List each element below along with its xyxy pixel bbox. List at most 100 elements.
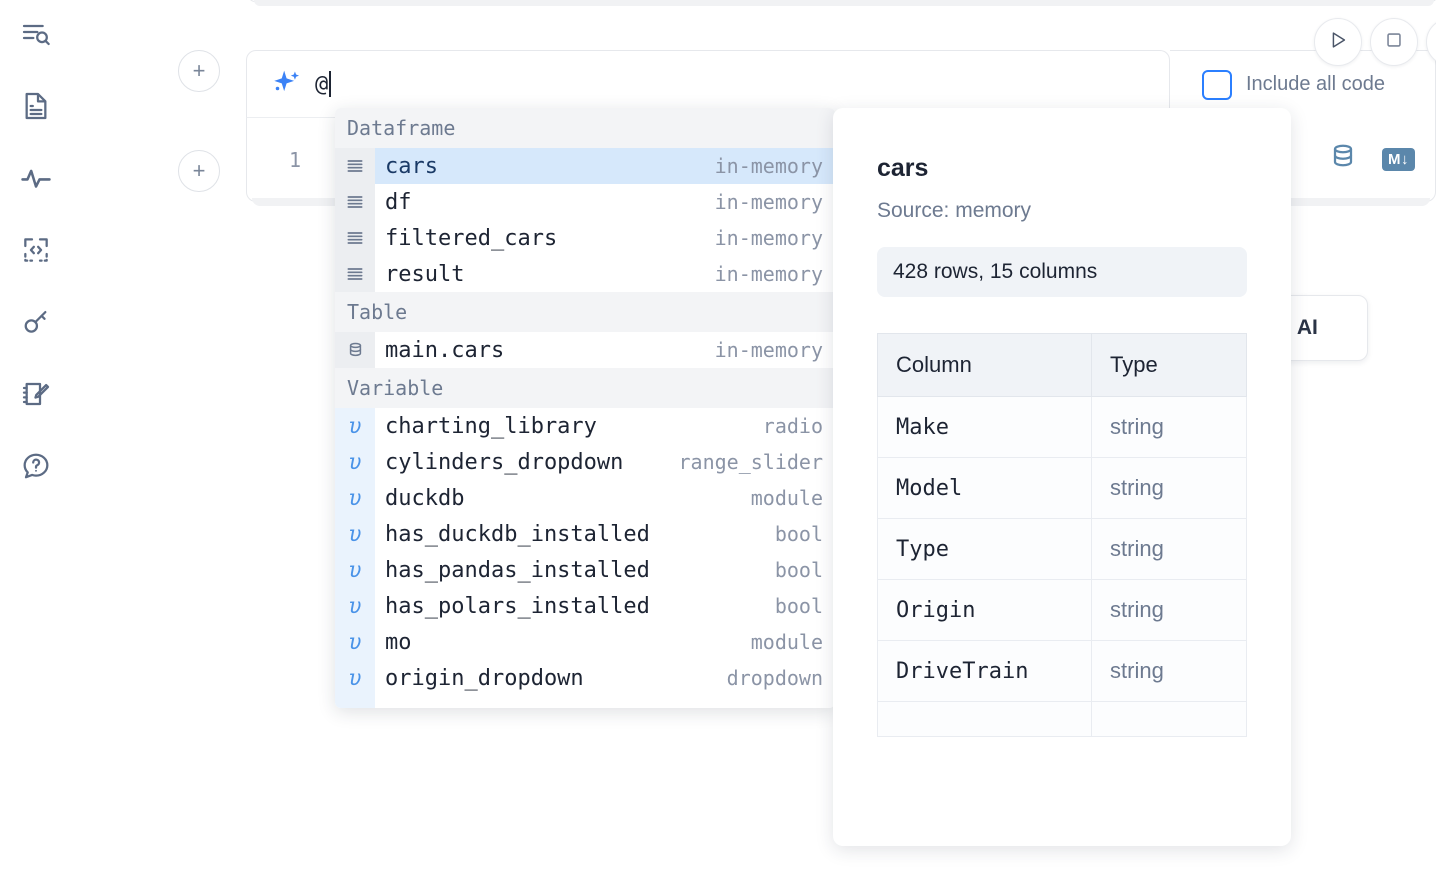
autocomplete-item-type: in-memory	[714, 190, 823, 214]
autocomplete-item-has-duckdb-installed[interactable]: υ has_duckdb_installed bool	[335, 516, 835, 552]
column-header-type: Type	[1091, 333, 1247, 397]
table-row: Origin string	[876, 579, 1247, 641]
autocomplete-item-type: in-memory	[714, 226, 823, 250]
autocomplete-item-duckdb[interactable]: υ duckdb module	[335, 480, 835, 516]
snippets-icon	[20, 234, 52, 266]
ai-prompt-input[interactable]: @	[305, 51, 1169, 117]
stop-square-icon	[1383, 29, 1405, 56]
autocomplete-item-name: mo	[385, 629, 412, 655]
autocomplete-item-name: cylinders_dropdown	[385, 449, 624, 475]
autocomplete-item-has-pandas-installed[interactable]: υ has_pandas_installed bool	[335, 552, 835, 588]
line-number: 1	[288, 147, 302, 172]
autocomplete-item-type: in-memory	[714, 262, 823, 286]
sidebar-item-secrets[interactable]	[14, 300, 58, 344]
cell-column-type: string	[1091, 518, 1247, 580]
autocomplete-item-name: duckdb	[385, 485, 465, 511]
table-row: Make string	[876, 396, 1247, 458]
autocomplete-item-type: dropdown	[726, 666, 823, 690]
document-icon	[20, 90, 52, 122]
sidebar-item-snippets[interactable]	[14, 228, 58, 272]
key-icon	[20, 306, 52, 338]
autocomplete-item-name: result	[385, 261, 465, 287]
variable-icon: υ	[335, 588, 375, 624]
autocomplete-item-partial[interactable]: υ	[335, 696, 835, 708]
cell-column-name: Make	[876, 396, 1093, 458]
autocomplete-item-type: bool	[774, 558, 823, 582]
variable-icon: υ	[335, 444, 375, 480]
markdown-badge[interactable]: M↓	[1382, 148, 1415, 171]
scratchpad-icon	[20, 378, 52, 410]
activity-icon	[19, 161, 53, 195]
variable-icon: υ	[335, 660, 375, 696]
stop-cell-button[interactable]	[1370, 18, 1418, 66]
autocomplete-item-main-cars[interactable]: main.cars in-memory	[335, 332, 835, 368]
include-all-code-label: Include all code	[1246, 73, 1385, 95]
autocomplete-item-name: charting_library	[385, 413, 597, 439]
dataframe-icon	[335, 256, 375, 292]
autocomplete-item-cylinders-dropdown[interactable]: υ cylinders_dropdown range_slider	[335, 444, 835, 480]
cell-column-type: string	[1091, 579, 1247, 641]
variable-icon: υ	[335, 408, 375, 444]
database-icon	[335, 332, 375, 368]
add-cell-button-above[interactable]: +	[178, 50, 220, 92]
autocomplete-item-name: cars	[385, 153, 438, 179]
cell-column-name: Type	[876, 518, 1093, 580]
variable-icon: υ	[335, 696, 375, 708]
autocomplete-item-name: has_duckdb_installed	[385, 521, 650, 547]
sidebar-rail	[0, 0, 72, 874]
autocomplete-item-type: bool	[774, 594, 823, 618]
autocomplete-item-name: filtered_cars	[385, 225, 558, 251]
variable-icon: υ	[335, 516, 375, 552]
sidebar-item-scratchpad[interactable]	[14, 372, 58, 416]
help-icon	[20, 450, 52, 482]
doc-source: Source: memory	[877, 199, 1032, 222]
table-row: Model string	[876, 457, 1247, 519]
cell-column-name: DriveTrain	[876, 640, 1093, 702]
cell-column-type: string	[1091, 640, 1247, 702]
run-cell-button[interactable]	[1314, 18, 1362, 66]
autocomplete-section-header: Table	[335, 292, 835, 332]
autocomplete-item-name: has_polars_installed	[385, 593, 650, 619]
add-cell-button-below[interactable]: +	[178, 150, 220, 192]
autocomplete-item-type: module	[750, 486, 823, 510]
autocomplete-item-charting-library[interactable]: υ charting_library radio	[335, 408, 835, 444]
doc-shape-badge: 428 rows, 15 columns	[877, 247, 1247, 297]
cell-column-type	[1091, 701, 1247, 737]
autocomplete-item-name: has_pandas_installed	[385, 557, 650, 583]
sidebar-item-notebook[interactable]	[14, 84, 58, 128]
database-icon[interactable]	[1328, 142, 1358, 177]
doc-title: cars	[877, 154, 929, 182]
autocomplete-item-df[interactable]: df in-memory	[335, 184, 835, 220]
variable-icon: υ	[335, 552, 375, 588]
include-all-code-checkbox[interactable]	[1202, 69, 1232, 100]
ai-prompt-value: @	[315, 71, 329, 97]
autocomplete-item-name: origin_dropdown	[385, 665, 584, 691]
sparkles-icon	[269, 66, 305, 102]
autocomplete-item-mo[interactable]: υ mo module	[335, 624, 835, 660]
autocomplete-dropdown: Dataframe cars in-memory df	[335, 108, 835, 708]
sidebar-item-runtime[interactable]	[14, 156, 58, 200]
autocomplete-item-cars[interactable]: cars in-memory	[335, 148, 835, 184]
autocomplete-item-result[interactable]: result in-memory	[335, 256, 835, 292]
autocomplete-item-name: main.cars	[385, 337, 505, 363]
autocomplete-section-header: Dataframe	[335, 108, 835, 148]
autocomplete-item-has-polars-installed[interactable]: υ has_polars_installed bool	[335, 588, 835, 624]
code-cell-actions: M↓	[1328, 142, 1435, 177]
sidebar-item-help[interactable]	[14, 444, 58, 488]
text-caret	[329, 71, 332, 97]
play-icon	[1327, 29, 1349, 56]
autocomplete-item-type: radio	[762, 414, 823, 438]
autocomplete-item-type: range_slider	[678, 450, 824, 474]
documentation-panel: cars Source: memory 428 rows, 15 columns…	[833, 108, 1291, 846]
dataframe-icon	[335, 220, 375, 256]
variable-icon: υ	[335, 480, 375, 516]
cell-column-name	[876, 701, 1093, 737]
doc-schema-table: Column Type Make string Model string Typ…	[876, 333, 1247, 737]
dataframe-icon	[335, 148, 375, 184]
table-header-row: Column Type	[876, 333, 1247, 397]
autocomplete-item-filtered-cars[interactable]: filtered_cars in-memory	[335, 220, 835, 256]
autocomplete-item-origin-dropdown[interactable]: υ origin_dropdown dropdown	[335, 660, 835, 696]
autocomplete-section-header: Variable	[335, 368, 835, 408]
sidebar-item-explore[interactable]	[14, 12, 58, 56]
autocomplete-item-name: df	[385, 189, 412, 215]
